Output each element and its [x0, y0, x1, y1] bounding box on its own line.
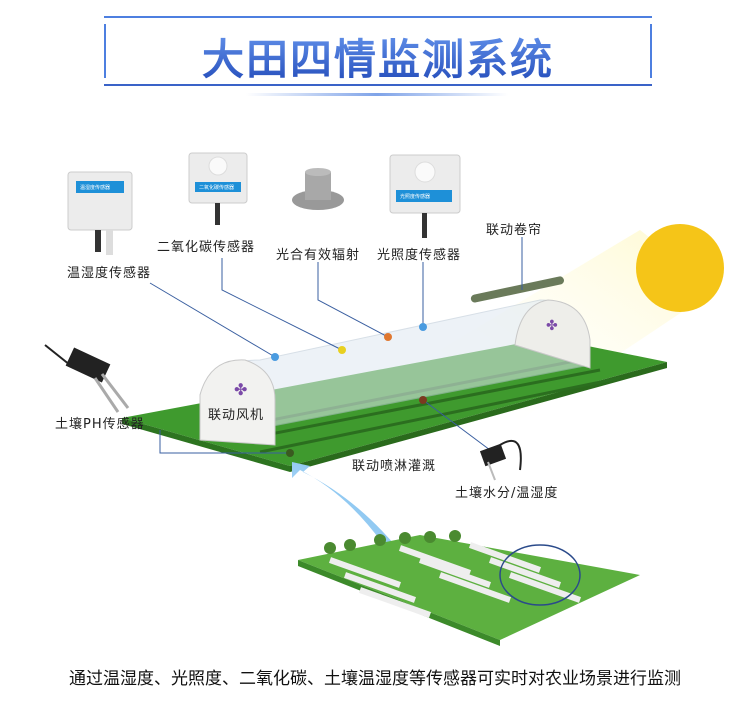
page-title: 大田四情监测系统	[104, 26, 652, 87]
light-sensor-image: 光照度传感器	[389, 154, 461, 238]
greenhouse-back-end	[514, 299, 591, 369]
co2-sensor-image: 二氧化碳传感器	[188, 152, 248, 225]
caption: 通过温湿度、光照度、二氧化碳、土壤温湿度等传感器可实时对农业场景进行监测	[69, 669, 681, 689]
dot-light	[419, 323, 427, 331]
label-soil-moisture: 土壤水分/温湿度	[455, 486, 559, 501]
title-underline	[246, 93, 508, 96]
dot-soil-moisture	[419, 396, 427, 404]
sun	[636, 224, 724, 312]
leader-lines	[149, 237, 523, 454]
dot-temp-humidity	[271, 353, 279, 361]
label-par: 光合有效辐射	[276, 248, 361, 263]
dot-par	[384, 333, 392, 341]
svg-text:光照度传感器: 光照度传感器	[400, 193, 430, 200]
label-sprinkler: 联动喷淋灌溉	[352, 459, 437, 474]
temp-humidity-sensor-image: 温湿度传感器	[67, 171, 133, 255]
fan-icon-back: ✤	[546, 318, 558, 334]
fan-icon: ✤	[234, 380, 247, 399]
label-soil-ph: 土壤PH传感器	[55, 417, 145, 432]
farm-overview-image	[298, 530, 640, 646]
svg-text:二氧化碳传感器: 二氧化碳传感器	[199, 184, 234, 191]
dot-soil-ph	[286, 449, 294, 457]
title-frame: 大田四情监测系统	[104, 16, 652, 86]
curtain-roller	[470, 276, 564, 303]
label-fan: 联动风机	[208, 408, 265, 423]
label-curtain: 联动卷帘	[486, 223, 543, 238]
svg-text:温湿度传感器: 温湿度传感器	[80, 184, 110, 191]
dot-co2	[338, 346, 346, 354]
greenhouse-front-end	[199, 359, 276, 446]
label-light: 光照度传感器	[377, 248, 462, 263]
soil-moisture-sensor-image	[479, 439, 522, 481]
label-co2: 二氧化碳传感器	[157, 240, 256, 255]
par-sensor-image	[292, 168, 344, 210]
label-temp-humidity: 温湿度传感器	[67, 266, 152, 281]
soil-ph-sensor-image	[44, 344, 130, 413]
